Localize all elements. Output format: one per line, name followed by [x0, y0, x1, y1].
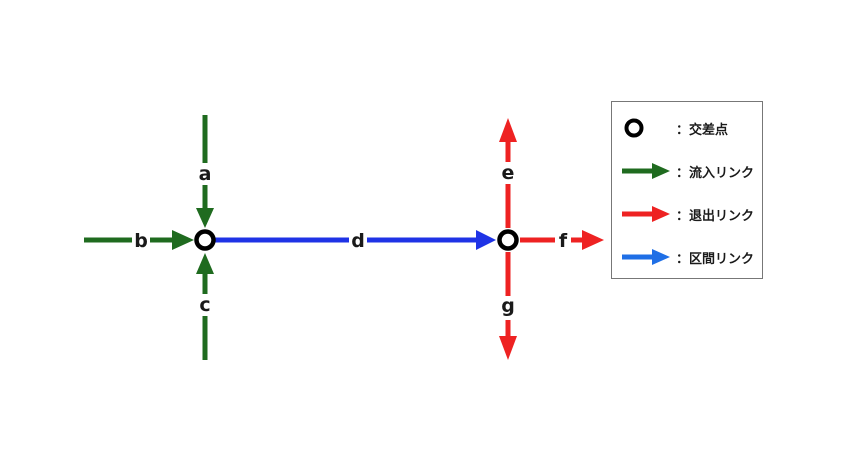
- intersection-node-left: [194, 229, 216, 251]
- legend-label-intersection: ：交差点: [676, 123, 729, 138]
- outflow-link-g: [499, 252, 517, 360]
- link-label-g: g: [501, 295, 515, 317]
- link-label-a: a: [199, 163, 212, 185]
- legend-row-outflow: ：退出リンク: [612, 202, 762, 226]
- legend-box: ：交差点 ：流入リンク ：退出リンク ：区間リンク: [611, 101, 763, 279]
- inflow-link-b: [84, 230, 194, 250]
- outflow-link-e-arrowhead: [499, 118, 517, 142]
- intersection-node-right: [497, 229, 519, 251]
- link-label-d: d: [351, 230, 365, 252]
- blue-arrow-icon: [622, 249, 670, 265]
- section-link-d-arrowhead: [476, 230, 496, 250]
- link-label-c: c: [199, 294, 210, 316]
- green-arrow-icon: [622, 163, 670, 179]
- intersection-node-icon: [624, 118, 644, 138]
- legend-row-inflow: ：流入リンク: [612, 159, 762, 183]
- inflow-link-c-arrowhead: [196, 253, 214, 274]
- legend-label-inflow: ：流入リンク: [676, 166, 755, 181]
- red-arrow-icon: [622, 206, 670, 222]
- outflow-link-f: [520, 230, 604, 250]
- link-label-e: e: [502, 162, 515, 184]
- link-label-b: b: [134, 230, 148, 252]
- legend-row-intersection: ：交差点: [612, 116, 762, 140]
- section-link-d: [214, 230, 496, 250]
- legend-row-section: ：区間リンク: [612, 245, 762, 269]
- link-label-f: f: [559, 230, 568, 252]
- inflow-link-a-arrowhead: [196, 208, 214, 228]
- outflow-link-g-arrowhead: [499, 336, 517, 360]
- legend-label-outflow: ：退出リンク: [676, 209, 755, 224]
- legend-label-section: ：区間リンク: [676, 252, 755, 267]
- inflow-link-b-arrowhead: [172, 230, 194, 250]
- outflow-link-f-arrowhead: [582, 230, 604, 250]
